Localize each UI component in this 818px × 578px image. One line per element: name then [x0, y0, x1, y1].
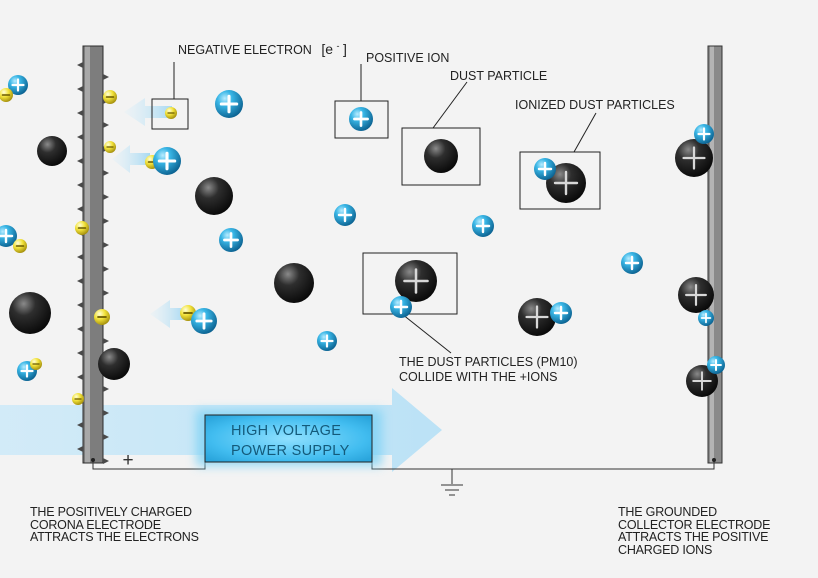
plus-circle-icon: [219, 228, 243, 252]
label-collide-line1: THE DUST PARTICLES (PM10): [399, 355, 578, 369]
plus-circle-icon: [349, 107, 373, 131]
corona-spike: [103, 434, 109, 440]
minus-circle-icon: [30, 358, 42, 370]
minus-circle-icon: [103, 90, 117, 104]
ionized-dust-particle: [675, 139, 713, 177]
corona-spike: [77, 158, 83, 164]
corona-spike: [103, 122, 109, 128]
corona-spike: [103, 194, 109, 200]
minus-circle-icon: [13, 239, 27, 253]
label-collide-line2: COLLIDE WITH THE +IONS: [399, 370, 557, 384]
minus-circle-icon: [0, 88, 13, 102]
label-negative-electron: NEGATIVE ELECTRON [e - ]: [178, 38, 347, 57]
power-supply: HIGH VOLTAGE POWER SUPPLY: [196, 410, 382, 466]
callouts: [151, 62, 601, 354]
corona-spike: [103, 410, 109, 416]
dust-particle: [37, 136, 67, 166]
plus-circle-icon: [534, 158, 556, 180]
electron-arrow-3: [150, 300, 185, 328]
corona-spike: [103, 218, 109, 224]
plus-circle-icon: [698, 310, 714, 326]
ionized-dust-particle: [395, 260, 437, 302]
minus-circle-icon: [104, 141, 116, 153]
corona-spike: [77, 110, 83, 116]
corona-spike: [77, 278, 83, 284]
corona-spike: [103, 242, 109, 248]
corona-spike: [77, 254, 83, 260]
label-positive-ion: POSITIVE ION: [366, 51, 449, 65]
collector-electrode: [707, 45, 723, 464]
corona-spike: [77, 302, 83, 308]
ionized-dust-particle: [546, 163, 586, 203]
corona-spike: [103, 170, 109, 176]
corona-spike: [77, 422, 83, 428]
corona-spike: [103, 338, 109, 344]
ground-symbol-icon: [441, 484, 463, 496]
dust-particle: [424, 139, 458, 173]
plus-circle-icon: [390, 296, 412, 318]
plus-circle-icon: [191, 308, 217, 334]
corona-spike: [77, 182, 83, 188]
minus-circle-icon: [94, 309, 110, 325]
electron-arrow-2: [112, 145, 150, 173]
power-plus-sign: +: [122, 450, 133, 471]
power-supply-line2: POWER SUPPLY: [231, 443, 350, 459]
power-supply-line1: HIGH VOLTAGE: [231, 423, 341, 439]
corona-spike: [77, 446, 83, 452]
plus-circle-icon: [694, 124, 714, 144]
plus-circle-icon: [215, 90, 243, 118]
corona-spike: [103, 386, 109, 392]
corona-spike: [103, 290, 109, 296]
label-dust-particle: DUST PARTICLE: [450, 69, 547, 83]
electron-arrow-1: [124, 98, 172, 126]
particles: [0, 75, 725, 405]
circuit-wires: [92, 460, 715, 484]
ionized-dust-particle: [686, 365, 718, 397]
caption-corona-electrode: THE POSITIVELY CHARGED CORONA ELECTRODE …: [30, 505, 199, 544]
plus-circle-icon: [550, 302, 572, 324]
plus-circle-icon: [707, 356, 725, 374]
plus-circle-icon: [317, 331, 337, 351]
dust-particle: [9, 292, 51, 334]
corona-spike: [77, 86, 83, 92]
minus-circle-icon: [75, 221, 89, 235]
plus-circle-icon: [153, 147, 181, 175]
plus-circle-icon: [8, 75, 28, 95]
ionized-dust-particle: [678, 277, 714, 313]
plus-circle-icon: [334, 204, 356, 226]
ionized-dust-particle: [518, 298, 556, 336]
minus-circle-icon: [72, 393, 84, 405]
corona-spike: [77, 350, 83, 356]
dust-particle: [98, 348, 130, 380]
corona-spike: [77, 326, 83, 332]
plus-circle-icon: [472, 215, 494, 237]
corona-spike: [77, 62, 83, 68]
plus-circle-icon: [621, 252, 643, 274]
corona-spike: [77, 206, 83, 212]
plus-circle-icon: [0, 225, 17, 247]
label-ionized-dust: IONIZED DUST PARTICLES: [515, 98, 675, 112]
corona-spike: [103, 266, 109, 272]
corona-spike: [77, 374, 83, 380]
dust-particle: [274, 263, 314, 303]
minus-circle-icon: [165, 107, 177, 119]
corona-spike: [103, 458, 109, 464]
dust-particle: [195, 177, 233, 215]
caption-collector-electrode: THE GROUNDED COLLECTOR ELECTRODE ATTRACT…: [618, 505, 771, 557]
corona-spike: [77, 134, 83, 140]
corona-spike: [103, 74, 109, 80]
